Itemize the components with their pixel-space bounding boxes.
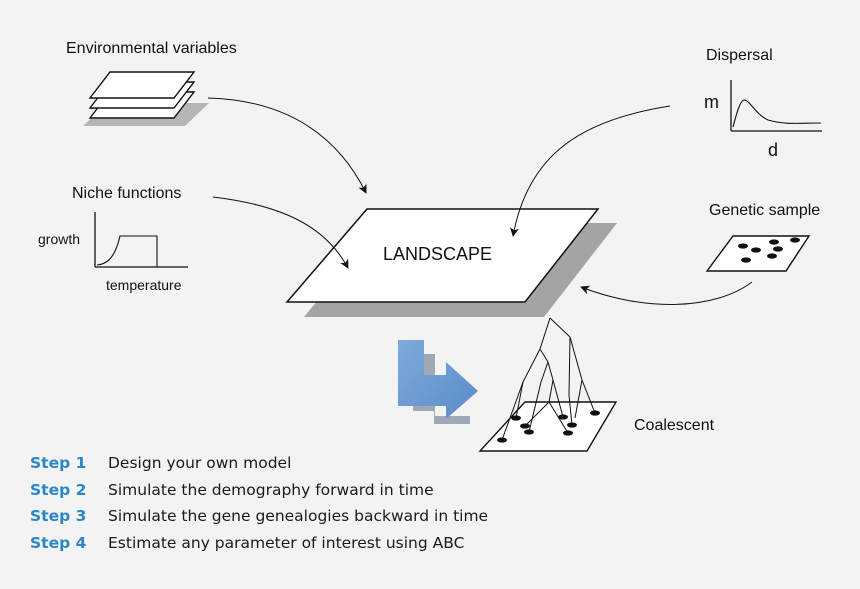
step-label: Step 2 xyxy=(30,480,87,499)
niche-functions-label: Niche functions xyxy=(72,185,181,202)
step-label: Step 1 xyxy=(30,454,87,473)
step-item: Step 1 Design your own model xyxy=(30,450,488,477)
step-item: Step 2 Simulate the demography forward i… xyxy=(30,477,488,504)
genetic-sample-icon xyxy=(705,235,811,272)
niche-function-plot xyxy=(94,212,188,268)
dispersal-y-axis-label: m xyxy=(704,92,719,112)
niche-y-axis-label: growth xyxy=(38,231,80,247)
coalescent-tree xyxy=(478,317,618,452)
step-item: Step 4 Estimate any parameter of interes… xyxy=(30,530,488,557)
environmental-layers-icon xyxy=(83,71,209,126)
step-text: Simulate the demography forward in time xyxy=(108,480,434,499)
step-text: Simulate the gene genealogies backward i… xyxy=(108,507,489,526)
step-item: Step 3 Simulate the gene genealogies bac… xyxy=(30,503,488,530)
dispersal-x-axis-label: d xyxy=(768,140,778,160)
environmental-variables-label: Environmental variables xyxy=(66,40,237,57)
landscape-label: LANDSCAPE xyxy=(383,244,492,264)
dispersal-label: Dispersal xyxy=(706,47,773,64)
forward-simulation-arrow-icon xyxy=(398,340,478,424)
dispersal-kernel-plot xyxy=(730,80,822,132)
env-to-landscape-arrow xyxy=(207,97,367,194)
step-text: Design your own model xyxy=(108,454,292,473)
genetic-sample-label: Genetic sample xyxy=(709,202,820,219)
step-label: Step 3 xyxy=(30,507,87,526)
coalescent-label: Coalescent xyxy=(634,417,715,434)
step-label: Step 4 xyxy=(30,533,87,552)
dispersal-to-landscape-arrow xyxy=(510,105,671,237)
input-arrows xyxy=(207,97,753,305)
landscape-plane xyxy=(285,208,617,317)
niche-x-axis-label: temperature xyxy=(106,277,182,293)
niche-to-landscape-arrow xyxy=(212,196,349,269)
step-text: Estimate any parameter of interest using… xyxy=(108,533,465,552)
steps-list: Step 1 Design your own model Step 2 Simu… xyxy=(30,450,488,556)
genetic-sample-to-landscape-arrow xyxy=(580,281,753,305)
